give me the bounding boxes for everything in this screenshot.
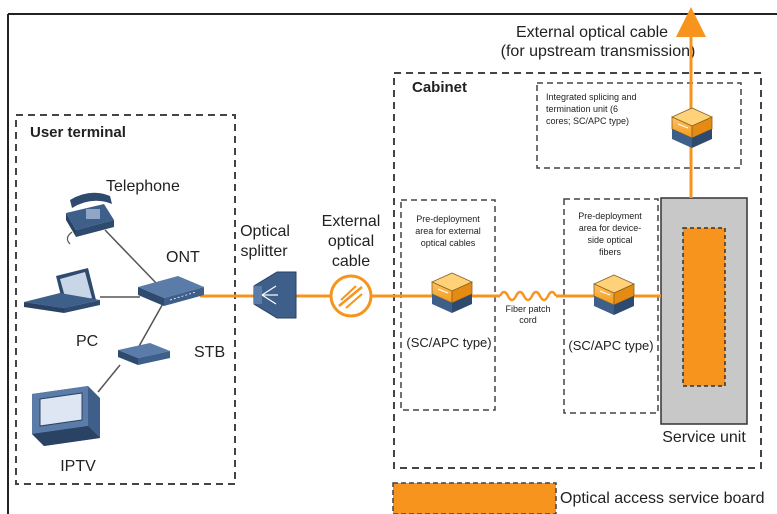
stb-icon <box>118 343 170 365</box>
ext-cable-line3: cable <box>332 253 370 270</box>
user-terminal-box <box>15 114 236 485</box>
ont-icon <box>138 276 204 306</box>
predeploy-device-type: (SC/APC type) <box>568 338 653 353</box>
predeploy-device-line3: side optical <box>587 235 632 245</box>
predeploy-external-line1: Pre-deployment <box>416 214 480 224</box>
integrated-unit-line1: Integrated splicing and <box>546 92 637 102</box>
predeploy-external-line2: area for external <box>415 226 481 236</box>
upstream-label-line2: (for upstream transmission) <box>501 43 696 60</box>
pc-label: PC <box>76 333 98 350</box>
predeploy-device-line2: area for device- <box>579 223 642 233</box>
external-cable-icon <box>329 274 373 318</box>
ext-cable-line1: External <box>322 213 381 230</box>
link-telephone-ont <box>104 229 159 286</box>
cabinet-box <box>393 72 762 469</box>
integrated-unit-icon <box>671 107 713 148</box>
iptv-tv-icon <box>32 386 100 446</box>
iptv-label: IPTV <box>60 458 96 475</box>
link-ont-stb <box>137 299 166 349</box>
service-board <box>682 227 726 387</box>
upstream-label-line1: External optical cable <box>516 24 668 41</box>
odf-device-icon <box>593 274 635 315</box>
fiber-patch-cord <box>498 290 558 302</box>
patch-cord-line1: Fiber patch <box>505 304 550 314</box>
user-terminal-title: User terminal <box>30 124 126 141</box>
ext-cable-line2: optical <box>328 233 374 250</box>
telephone-label: Telephone <box>106 178 180 195</box>
link-stb-iptv <box>97 364 121 393</box>
service-unit-label: Service unit <box>662 429 746 446</box>
ont-label: ONT <box>166 249 200 266</box>
stb-label: STB <box>194 344 225 361</box>
splitter-line2: splitter <box>240 243 288 260</box>
telephone-icon <box>66 192 114 245</box>
predeploy-external-line3: optical cables <box>421 238 476 248</box>
predeploy-external-type: (SC/APC type) <box>406 335 491 350</box>
integrated-unit-box <box>536 82 742 169</box>
pc-laptop-icon <box>24 268 100 313</box>
predeploy-device-line1: Pre-deployment <box>578 211 642 221</box>
integrated-unit-line2: termination unit (6 <box>546 104 618 114</box>
legend-swatch <box>392 482 557 514</box>
optical-splitter-icon <box>253 271 297 319</box>
predeploy-device-line4: fibers <box>599 247 622 257</box>
predeploy-device-box <box>563 198 659 414</box>
legend-label: Optical access service board <box>560 490 765 507</box>
odf-external-icon <box>431 272 473 313</box>
predeploy-external-box <box>400 199 496 411</box>
splitter-line1: Optical <box>240 223 290 240</box>
cabinet-title: Cabinet <box>412 79 467 96</box>
integrated-unit-line3: cores; SC/APC type) <box>546 116 629 126</box>
patch-cord-line2: cord <box>519 315 537 325</box>
